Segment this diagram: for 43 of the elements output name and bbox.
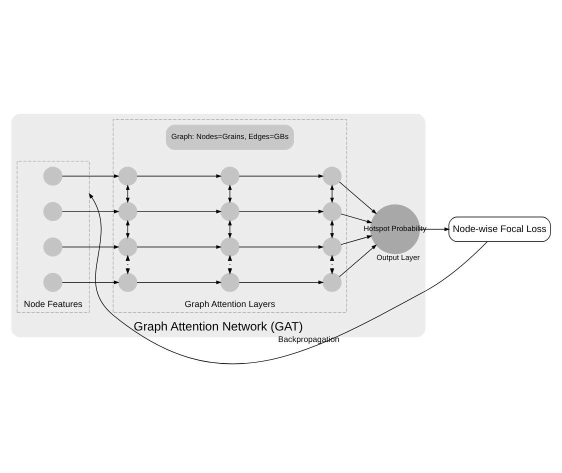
arrow bbox=[238, 210, 324, 214]
arrow bbox=[62, 245, 120, 249]
arrow bbox=[340, 214, 372, 224]
arrow bbox=[340, 235, 372, 245]
arrow bbox=[238, 245, 324, 249]
arrow bbox=[339, 182, 377, 214]
arrow bbox=[339, 244, 377, 278]
node-circle bbox=[322, 166, 342, 186]
node-circle bbox=[43, 237, 62, 256]
arrow bbox=[419, 227, 450, 232]
node-circle bbox=[220, 202, 240, 222]
node-label: Hotspot Probability bbox=[364, 224, 426, 234]
arrow bbox=[88, 193, 488, 364]
arrow bbox=[62, 174, 120, 178]
node-circle bbox=[43, 202, 62, 222]
node-circle bbox=[220, 166, 240, 186]
node-box: Graph: Nodes=Grains, Edges=GBs bbox=[166, 124, 294, 150]
arrow bbox=[238, 280, 324, 284]
node-label: Output Layer bbox=[376, 252, 420, 262]
arrow bbox=[228, 184, 232, 204]
node-circle bbox=[322, 237, 342, 256]
node-circle bbox=[220, 272, 240, 292]
node-circle bbox=[43, 166, 62, 186]
node-circle bbox=[220, 237, 240, 256]
arrow bbox=[62, 210, 120, 214]
arrow bbox=[330, 184, 334, 204]
arrow bbox=[136, 174, 222, 178]
arrow bbox=[330, 220, 334, 239]
arrow bbox=[238, 174, 324, 178]
node-circle bbox=[118, 202, 138, 222]
arrow bbox=[136, 210, 222, 214]
node-circle bbox=[322, 272, 342, 292]
arrow bbox=[136, 280, 222, 284]
arrow bbox=[62, 280, 120, 284]
node-circle bbox=[118, 272, 138, 292]
arrow bbox=[136, 245, 222, 249]
cluster: Node Features bbox=[16, 160, 90, 313]
node-circle bbox=[118, 237, 138, 256]
node-box: Node-wise Focal Loss bbox=[448, 216, 551, 242]
node-circle bbox=[322, 202, 342, 222]
node-circle bbox=[43, 272, 62, 292]
arrow bbox=[228, 220, 232, 239]
node-circle bbox=[118, 166, 138, 186]
